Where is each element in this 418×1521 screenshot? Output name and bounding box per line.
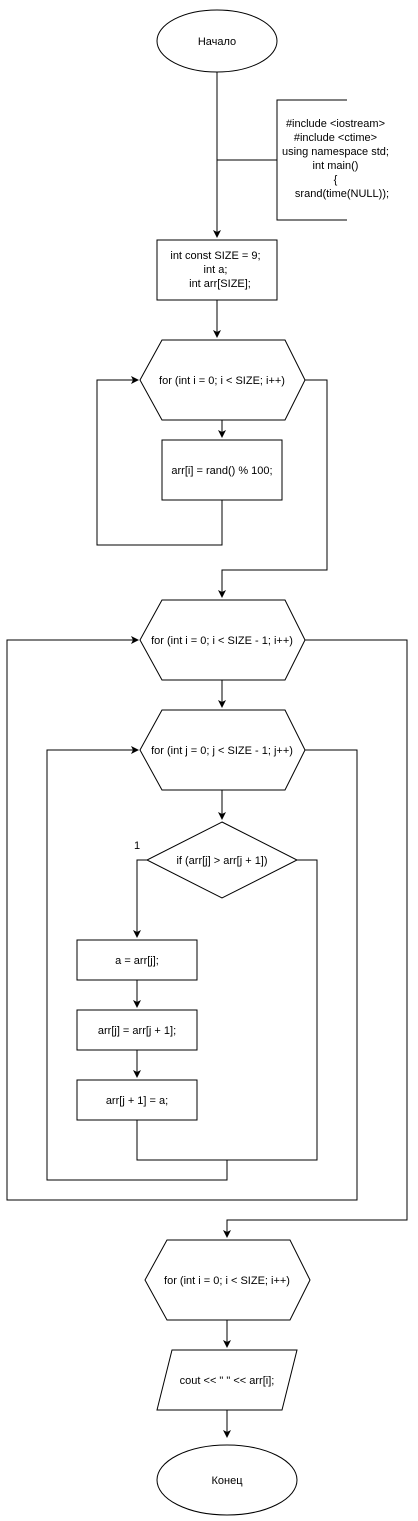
loop4-label: for (int i = 0; i < SIZE; i++) xyxy=(164,1275,290,1287)
loop2-hexagon xyxy=(139,599,306,681)
comment-line: #include <ctime> xyxy=(294,132,377,144)
comment-block: #include <iostream> #include <ctime> usi… xyxy=(282,118,392,200)
output-label: cout << " " << arr[i]; xyxy=(180,1375,275,1387)
connector-loop1-exit xyxy=(218,379,328,598)
connector-cond-true xyxy=(133,859,147,938)
init-line: int a; xyxy=(204,264,228,276)
start-label: Начало xyxy=(198,36,236,48)
branch-label: 1 xyxy=(134,840,140,852)
connector-back-to-loop3 xyxy=(46,746,228,1181)
end-terminal xyxy=(156,1444,298,1516)
connector-loop3-exit-back-to-loop2 xyxy=(6,636,358,1201)
swap1-process-box xyxy=(76,939,198,981)
swap3-process-box xyxy=(76,1079,198,1121)
loop4-hexagon xyxy=(144,1239,311,1321)
loop3-label: for (int j = 0; j < SIZE - 1; j++) xyxy=(151,745,293,757)
loop2-label: for (int i = 0; i < SIZE - 1; i++) xyxy=(151,635,293,647)
connector-loop2-exit xyxy=(223,639,408,1238)
loop3-hexagon xyxy=(139,709,306,791)
init-line: int const SIZE = 9; xyxy=(170,250,260,262)
condition-diamond xyxy=(145,821,299,899)
connector-fill-back-to-loop1 xyxy=(96,376,223,546)
start-terminal xyxy=(156,9,278,73)
end-label: Конец xyxy=(211,1475,243,1487)
fill-process-box xyxy=(161,439,283,501)
comment-line: { xyxy=(334,174,338,186)
condition-label: if (arr[j] > arr[j + 1]) xyxy=(176,855,267,867)
swap2-label: arr[j] = arr[j + 1]; xyxy=(98,1025,176,1037)
swap2-process-box xyxy=(76,1009,198,1051)
output-parallelogram xyxy=(156,1349,298,1411)
fill-label: arr[i] = rand() % 100; xyxy=(171,465,272,477)
connector-cond-false-merge xyxy=(136,859,318,1161)
swap1-label: a = arr[j]; xyxy=(115,955,159,967)
comment-line: #include <iostream> xyxy=(286,118,385,130)
swap3-label: arr[j + 1] = a; xyxy=(106,1095,168,1107)
init-label: int const SIZE = 9; int a; int arr[SIZE]… xyxy=(170,250,263,290)
comment-line: srand(time(NULL)); xyxy=(295,188,389,200)
loop1-label: for (int i = 0; i < SIZE; i++) xyxy=(159,375,285,387)
comment-line: using namespace std; xyxy=(282,146,389,158)
init-line: int arr[SIZE]; xyxy=(189,278,251,290)
comment-line: int main() xyxy=(313,160,359,172)
loop1-hexagon xyxy=(139,339,306,421)
init-process-box xyxy=(156,239,278,301)
comment-bracket xyxy=(276,99,347,221)
